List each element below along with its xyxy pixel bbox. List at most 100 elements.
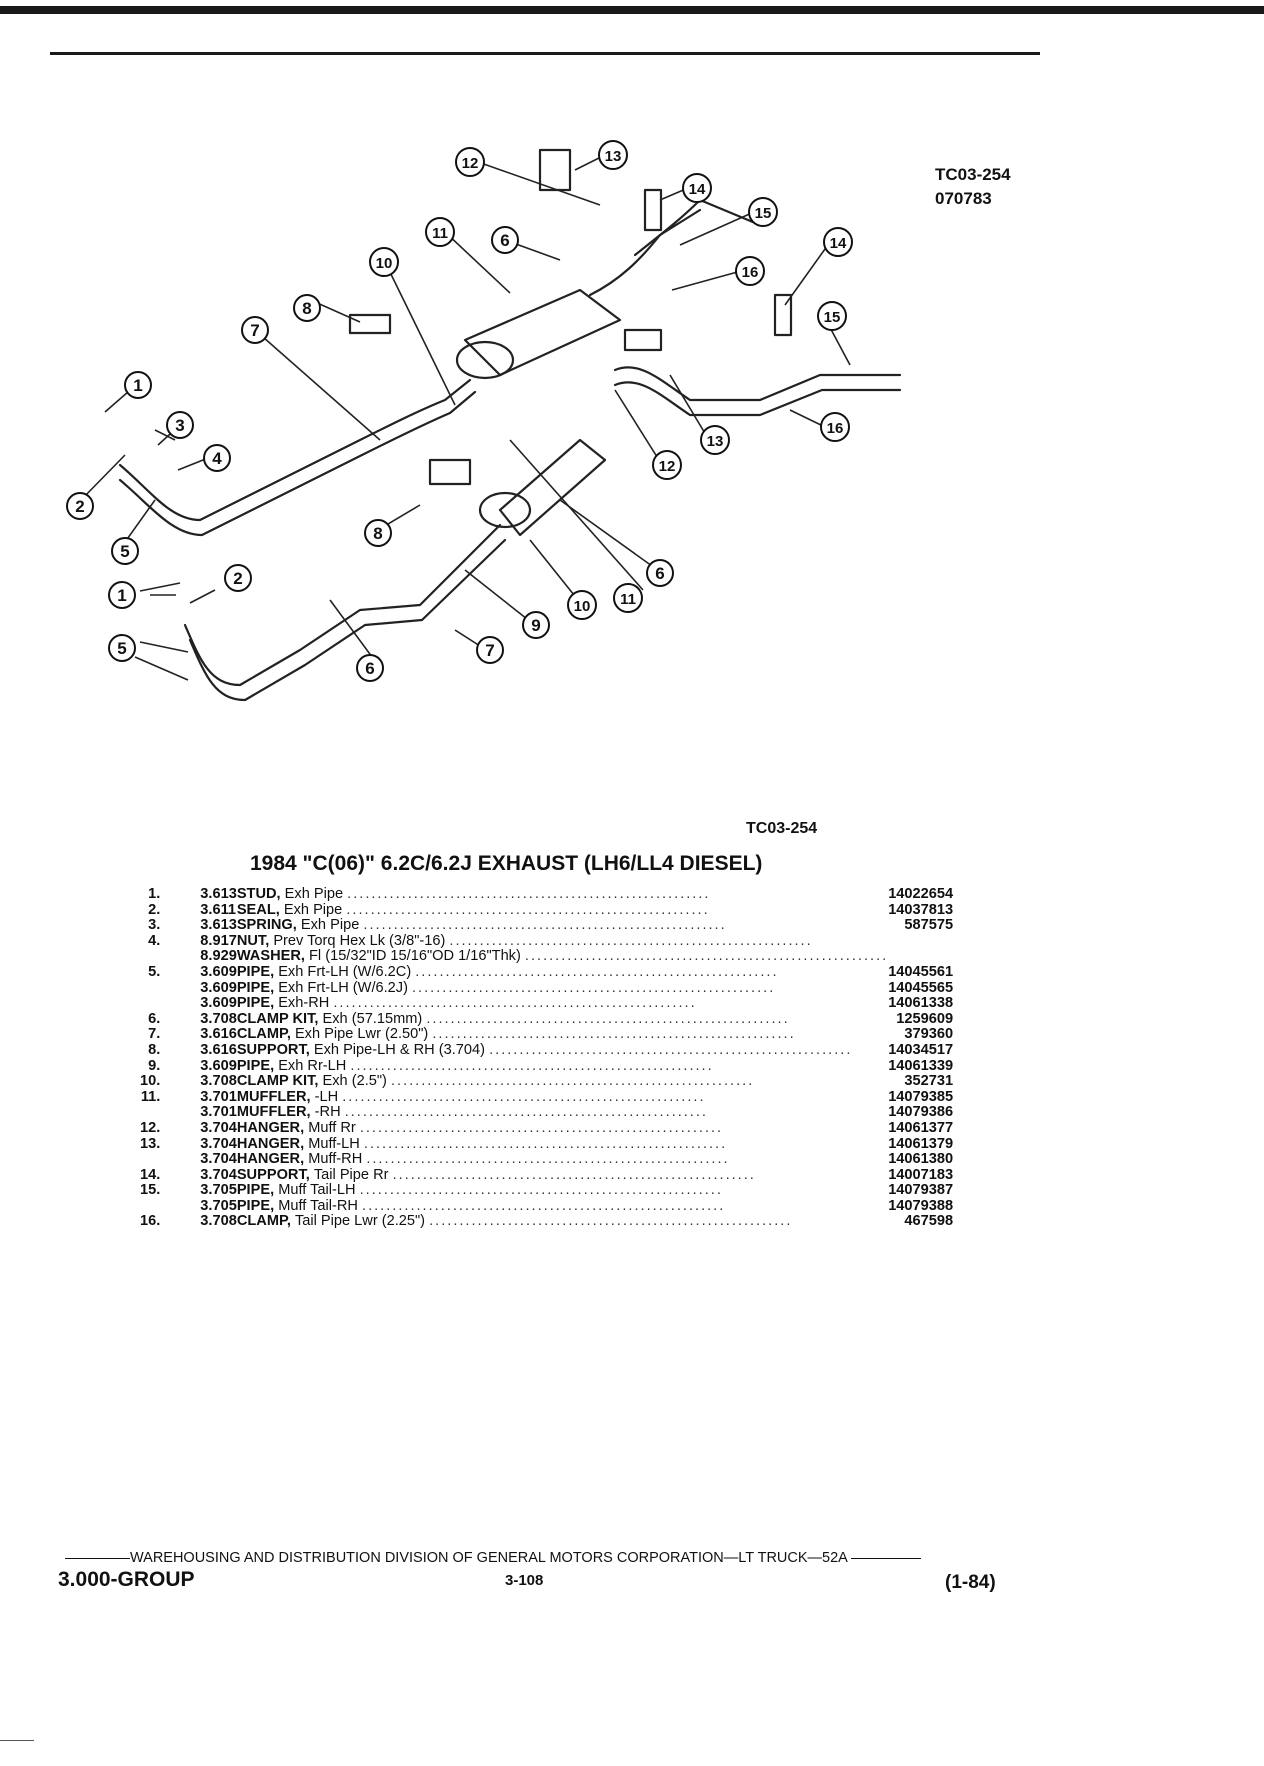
item-number xyxy=(140,949,200,965)
support-14-upper xyxy=(643,188,663,232)
part-name: SUPPORT, xyxy=(236,1042,310,1058)
callout-5b: 5 xyxy=(108,634,136,662)
item-number: 6. xyxy=(148,1010,161,1027)
part-detail: Muff-LH xyxy=(308,1136,360,1152)
part-number: 352731 xyxy=(904,1073,954,1090)
group-number: 3.708 xyxy=(200,1213,237,1230)
leader-dots: ........................................… xyxy=(333,996,697,1012)
svg-text:13: 13 xyxy=(707,433,724,450)
leader-dots: ........................................… xyxy=(392,1167,756,1183)
leader-dots: ........................................… xyxy=(347,887,711,902)
leader-dots: ........................................… xyxy=(426,1011,790,1027)
part-detail: Exh Pipe xyxy=(300,918,360,934)
item-number: 10. xyxy=(140,1073,161,1090)
svg-text:11: 11 xyxy=(432,225,448,242)
diagram-caption-code: TC03-254 xyxy=(746,820,818,837)
muffler-upper xyxy=(463,288,622,377)
part-number: 14022654 xyxy=(888,886,954,902)
leader-dots: ........................................… xyxy=(363,918,727,934)
footer-division-line: WAREHOUSING AND DISTRIBUTION DIVISION OF… xyxy=(65,1550,1015,1566)
part-description: STUD, Exh Pipe .........................… xyxy=(237,887,888,903)
leader-dots: ........................................… xyxy=(359,1120,724,1136)
footer-page-number: 3-108 xyxy=(505,1572,544,1589)
header-rule xyxy=(50,52,1040,55)
item-number xyxy=(140,1199,200,1215)
part-number: 379360 xyxy=(904,1026,954,1043)
part-number: 587575 xyxy=(904,917,954,934)
part-detail: Tail Pipe Rr xyxy=(313,1167,389,1183)
part-number: 14034517 xyxy=(888,1041,954,1058)
support-8-lower xyxy=(428,458,472,486)
svg-text:7: 7 xyxy=(250,321,259,340)
part-number xyxy=(888,934,953,950)
leader-dots: ........................................… xyxy=(350,1058,714,1074)
item-number xyxy=(140,996,200,1012)
item-number: 16. xyxy=(140,1213,161,1230)
part-detail: Exh Pipe xyxy=(283,902,343,918)
part-description: SEAL, Exh Pipe .........................… xyxy=(237,903,888,919)
front-pipe-upper xyxy=(118,378,472,522)
part-detail: Exh Rr-LH xyxy=(278,1058,347,1074)
svg-text:8: 8 xyxy=(373,524,382,543)
part-name: WASHER, xyxy=(236,949,305,965)
part-detail: Exh Pipe Lwr (2.50") xyxy=(294,1027,429,1043)
item-number: 11. xyxy=(140,1088,161,1105)
margin-tick xyxy=(0,1740,34,1741)
support-14-lower xyxy=(773,293,793,337)
item-number: 5. xyxy=(148,963,161,980)
part-name: MUFFLER, xyxy=(236,1089,311,1105)
group-number: 3.705 xyxy=(200,1197,237,1214)
footer-group: 3.000-GROUP xyxy=(58,1568,195,1591)
part-number: 14079385 xyxy=(888,1088,954,1105)
leader-dots: ........................................… xyxy=(429,1214,793,1230)
part-name: NUT, xyxy=(236,933,270,949)
part-detail: Muff Tail-LH xyxy=(278,1183,356,1199)
callout-12a: 12 xyxy=(455,147,485,177)
part-name: PIPE, xyxy=(236,964,275,980)
callout-8a: 8 xyxy=(293,294,321,322)
part-number: 14007183 xyxy=(888,1166,954,1183)
item-number: 7. xyxy=(148,1026,161,1043)
leader-dots: ........................................… xyxy=(344,1105,708,1121)
part-detail: Exh Frt-LH (W/6.2J) xyxy=(278,980,408,996)
part-name: HANGER, xyxy=(236,1152,305,1168)
svg-text:15: 15 xyxy=(755,205,772,222)
callout-2b: 2 xyxy=(224,564,252,592)
part-name: PIPE, xyxy=(236,1058,275,1074)
callout-13b: 13 xyxy=(700,425,730,455)
item-number: 4. xyxy=(148,932,161,949)
footer-rule-left xyxy=(65,1557,130,1559)
part-name: SPRING, xyxy=(236,918,297,934)
part-detail: Exh Pipe xyxy=(284,887,344,902)
svg-text:8: 8 xyxy=(302,299,311,318)
svg-text:12: 12 xyxy=(462,155,479,172)
callout-11a: 11 xyxy=(425,217,455,247)
page-title: 1984 "C(06)" 6.2C/6.2J EXHAUST (LH6/LL4 … xyxy=(250,852,763,875)
part-description: SUPPORT, Tail Pipe Rr ..................… xyxy=(237,1168,888,1184)
part-detail: Tail Pipe Lwr (2.25") xyxy=(294,1214,426,1230)
leader-dots: ........................................… xyxy=(524,949,889,965)
callout-2a: 2 xyxy=(66,492,94,520)
item-number: 12. xyxy=(140,1119,161,1136)
part-name: SUPPORT, xyxy=(236,1167,310,1183)
callout-6b: 6 xyxy=(646,559,674,587)
svg-text:11: 11 xyxy=(620,591,636,608)
svg-text:16: 16 xyxy=(827,420,844,437)
group-number: 3.613 xyxy=(200,917,237,934)
part-description: CLAMP, Exh Pipe Lwr (2.50") ............… xyxy=(237,1027,888,1043)
part-detail: Exh Pipe-LH & RH (3.704) xyxy=(313,1042,486,1058)
group-number: 8.917 xyxy=(200,932,237,949)
tail-pipe-rear xyxy=(613,366,902,402)
part-name: CLAMP, xyxy=(236,1027,291,1043)
part-description: WASHER, Fl (15/32"ID 15/16"OD 1/16"Thk) … xyxy=(237,949,888,965)
